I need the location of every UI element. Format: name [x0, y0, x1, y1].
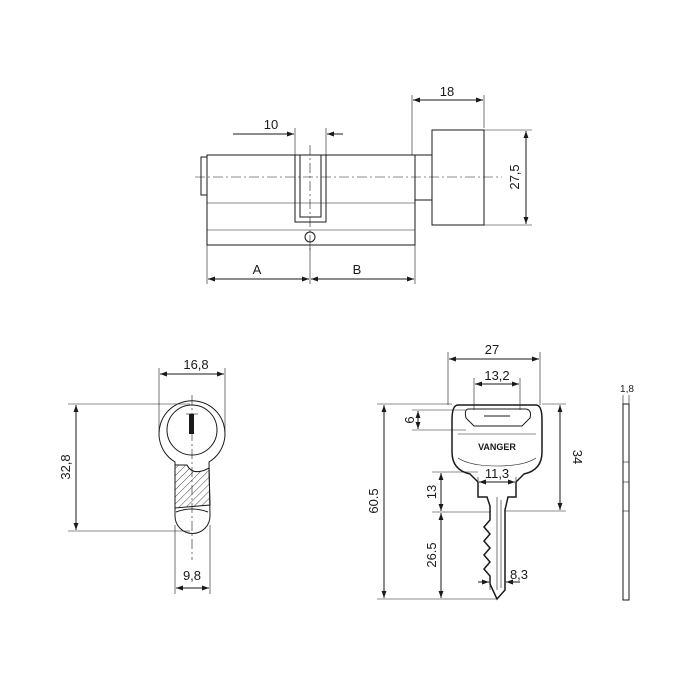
dim-lower-width: 9,8: [183, 568, 201, 583]
dim-side-a: A: [253, 262, 262, 277]
dim-key-grip-width: 13,2: [484, 368, 509, 383]
dim-cam-width: 10: [264, 117, 278, 132]
cylinder-side-view: 18 10 27,5 A B: [195, 84, 532, 284]
dim-key-total-length: 60.5: [366, 488, 381, 513]
turn-knob: [431, 129, 485, 226]
dim-profile-width: 16,8: [183, 357, 208, 372]
dim-key-blade-width: 8,3: [510, 567, 528, 582]
dim-key-head-height: 34: [570, 450, 585, 464]
dim-key-blade-length: 26.5: [424, 542, 439, 567]
dim-key-thickness: 1,8: [620, 384, 634, 395]
dim-key-head-width: 27: [485, 342, 499, 357]
dim-side-b: B: [353, 262, 362, 277]
key-view: VANGER 27 13,2 6 34 11,3 13: [366, 342, 585, 601]
cylinder-body: [206, 154, 416, 246]
cylinder-profile-view: 16,8 32,8 9,8: [58, 357, 226, 594]
dim-turn-knob-length: 18: [440, 84, 454, 99]
key-side-profile: [622, 403, 630, 601]
dim-key-head-offset: 6: [402, 416, 417, 423]
key-thickness-view: 1,8: [620, 384, 634, 601]
key-head: [451, 404, 543, 601]
cylinder-end-cap: [200, 156, 208, 196]
dim-key-shoulder: 13: [424, 485, 439, 499]
cam-slot: [294, 155, 327, 223]
keyway: [189, 414, 194, 434]
key-brand-logo: VANGER: [478, 442, 516, 452]
dim-key-neck-width: 11,3: [485, 466, 509, 481]
dim-turn-knob-diameter: 27,5: [507, 164, 522, 189]
dim-profile-height: 32,8: [58, 454, 73, 479]
hatched-section: [174, 464, 211, 509]
